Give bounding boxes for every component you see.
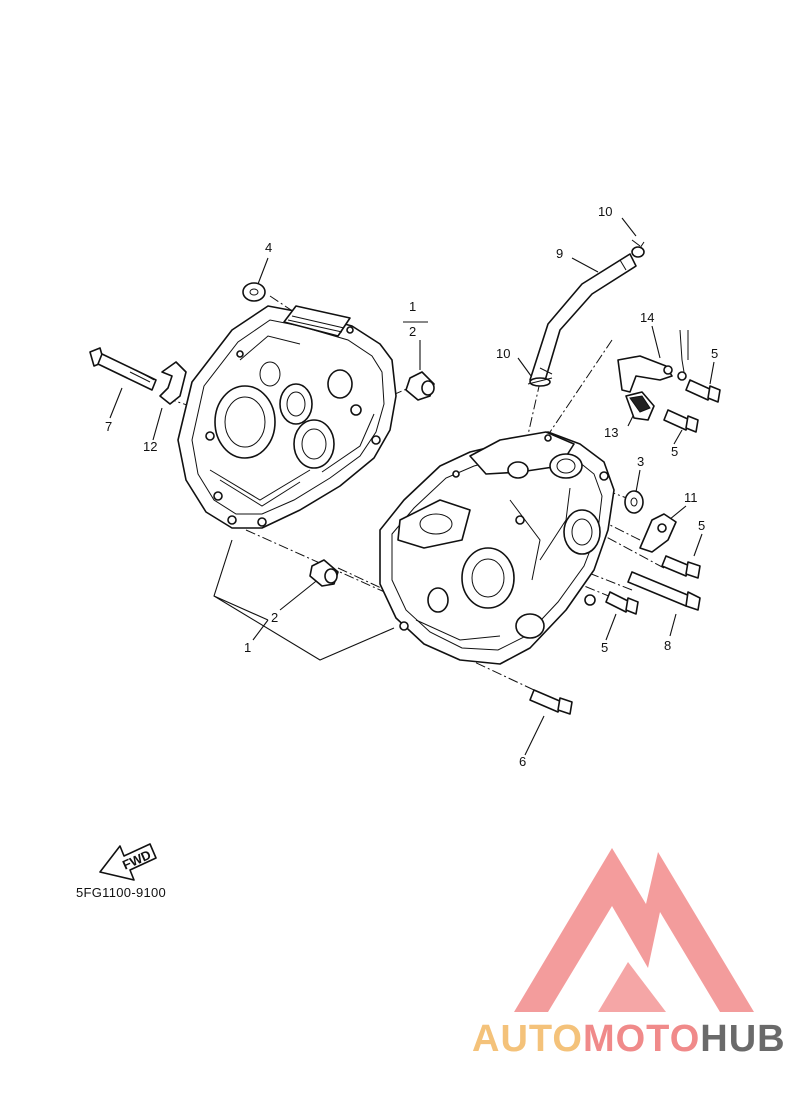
callout-2-top: 2	[409, 324, 416, 339]
right-crankcase-half	[379, 431, 615, 665]
part-10-clip-mid	[527, 377, 553, 387]
part-2-dowel-top	[405, 371, 435, 401]
callout-3: 3	[637, 454, 644, 469]
part-6-bolt	[529, 689, 573, 715]
part-5-bolt-b	[663, 409, 699, 433]
brand-wordmark: AUTOMOTOHUB	[472, 1018, 786, 1061]
part-5-bolt-d	[605, 591, 639, 615]
part-3-washer	[624, 490, 644, 514]
drawing-code: 5FG1100-9100	[76, 885, 167, 900]
callout-1-top: 1	[409, 299, 416, 314]
brand-part-hub: HUB	[700, 1018, 786, 1060]
callout-10-mid: 10	[496, 346, 510, 361]
part-7-long-bolt	[89, 347, 157, 391]
part-12-clamp	[159, 361, 187, 405]
callout-5-b: 5	[671, 444, 678, 459]
fwd-arrow-icon: FWD	[99, 843, 157, 881]
part-5-bolt-a	[685, 379, 721, 403]
callout-9: 9	[556, 246, 563, 261]
part-2-dowel-low	[309, 559, 339, 587]
brand-part-auto: AUTO	[472, 1018, 583, 1060]
callout-11: 11	[684, 490, 698, 505]
callout-2-low: 2	[271, 610, 278, 625]
part-8-long-bolt	[627, 571, 701, 611]
callout-10-top: 10	[598, 204, 612, 219]
callout-12: 12	[143, 439, 157, 454]
callout-6: 6	[519, 754, 526, 769]
callout-8: 8	[664, 638, 671, 653]
part-4-seal	[242, 282, 266, 302]
part-10-clip-top	[631, 239, 645, 258]
callout-1-low: 1	[244, 640, 251, 655]
callouts: 1 2 4 7 12 10 9 10 14 5 13 5 3 11 5 2 1 …	[105, 204, 718, 769]
part-13-clamp	[625, 391, 655, 421]
callout-5-d: 5	[601, 640, 608, 655]
callout-5-a: 5	[711, 346, 718, 361]
callout-7: 7	[105, 419, 112, 434]
brand-part-moto: MOTO	[582, 1018, 701, 1060]
left-crankcase-half	[177, 305, 397, 529]
callout-5-c: 5	[698, 518, 705, 533]
callout-4: 4	[265, 240, 272, 255]
part-9-hose	[529, 253, 637, 385]
brand-logo-icon	[514, 848, 754, 1012]
callout-13: 13	[604, 425, 618, 440]
part-11-plate	[639, 513, 677, 553]
part-14-bracket	[617, 329, 689, 393]
part-5-bolt-c	[661, 555, 701, 579]
fwd-label: FWD	[120, 847, 153, 873]
callout-14: 14	[640, 310, 654, 325]
